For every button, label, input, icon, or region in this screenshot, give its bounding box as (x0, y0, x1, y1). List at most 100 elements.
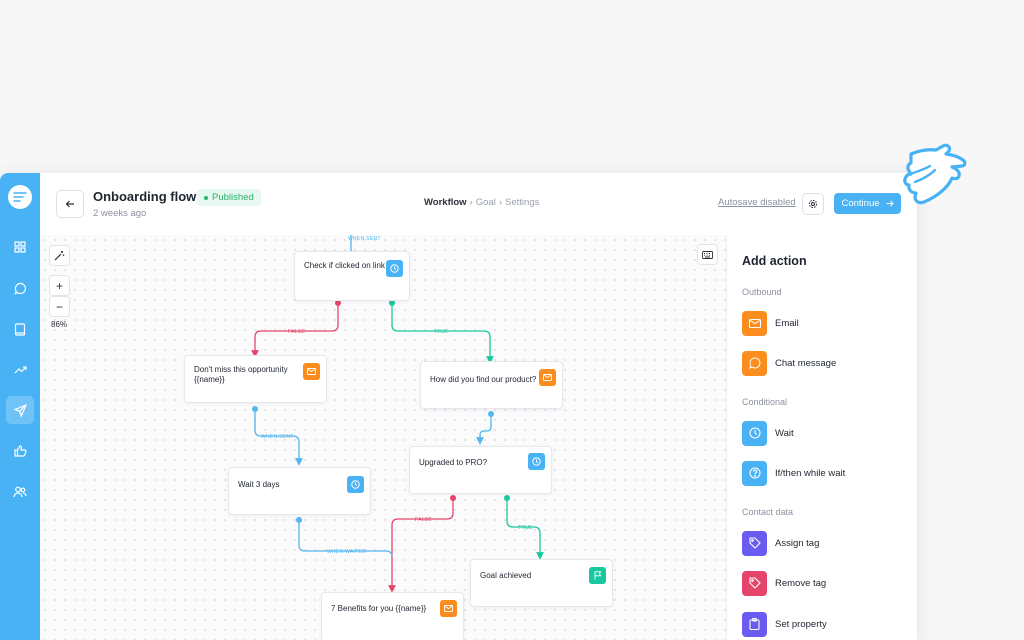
action-chat-message[interactable]: Chat message (742, 350, 902, 376)
flow-title: Onboarding flow (93, 189, 197, 204)
magic-wand-icon (54, 251, 65, 261)
action-icon-badge (742, 460, 767, 486)
sidebar-item-analytics[interactable] (6, 356, 34, 384)
tab-settings[interactable]: Settings (505, 197, 540, 208)
sidebar-item-contacts[interactable] (6, 478, 34, 506)
connector-dot-true (389, 300, 395, 306)
users-icon (13, 486, 27, 498)
connector-true (391, 306, 494, 364)
node-title: Goal achieved (480, 571, 532, 580)
email-icon (748, 318, 761, 328)
connector-label-true: TRUE (434, 329, 449, 335)
zoom-level: 86% (51, 320, 68, 329)
clock-icon (351, 480, 360, 489)
continue-button[interactable]: Continue (834, 193, 901, 214)
action-icon-badge (742, 570, 767, 596)
magic-wand-button[interactable] (49, 245, 70, 266)
tab-goal[interactable]: Goal (475, 197, 496, 208)
continue-label: Continue (841, 198, 880, 209)
sidebar-item-campaigns[interactable] (6, 396, 34, 424)
node-icon-badge (589, 567, 606, 584)
connector-false (388, 501, 454, 593)
thumbs-up-icon (13, 445, 27, 457)
action-icon-badge (742, 420, 767, 446)
workflow-canvas[interactable]: + − 86% WHEN SENT FALSE TRUE (40, 235, 726, 640)
action-if-then[interactable]: If/then while wait (742, 460, 902, 486)
tag-icon (748, 577, 761, 589)
node-icon-badge (347, 476, 364, 493)
sidebar (0, 173, 40, 640)
workflow-node-wait[interactable]: Wait 3 days (228, 467, 371, 515)
tab-workflow[interactable]: Workflow (424, 197, 467, 208)
workflow-node-email[interactable]: How did you find our product? (420, 361, 563, 409)
autosave-link[interactable]: Autosave disabled (718, 197, 796, 208)
node-icon-badge (386, 260, 403, 277)
workflow-node-goal[interactable]: Goal achieved (470, 559, 613, 607)
action-email[interactable]: Email (742, 310, 902, 336)
action-wait[interactable]: Wait (742, 420, 902, 446)
sidebar-item-docs[interactable] (6, 315, 34, 343)
zoom-in-button[interactable]: + (49, 275, 70, 296)
connector-when-waited (298, 523, 393, 558)
connector-label-true: TRUE (518, 525, 533, 531)
trend-icon (14, 366, 27, 374)
chat-icon (748, 357, 760, 369)
connector-dot (296, 517, 302, 523)
back-button[interactable] (56, 190, 84, 218)
connector-false (251, 306, 339, 358)
flow-updated-time: 2 weeks ago (93, 208, 147, 219)
action-icon-badge (742, 350, 767, 376)
breadcrumb-separator: › (469, 197, 473, 208)
gear-icon (808, 199, 818, 209)
email-icon (543, 374, 552, 381)
sidebar-item-dashboard[interactable] (6, 233, 34, 261)
connector-dot-false (450, 495, 456, 501)
connector-label-when-sent: WHEN SENT (261, 434, 294, 440)
arrow-right-icon (886, 200, 894, 207)
workflow-node-condition[interactable]: Check if clicked on link (294, 251, 410, 301)
breadcrumb-separator: › (498, 197, 502, 208)
status-dot (204, 195, 208, 200)
node-title: How did you find our product? (430, 375, 537, 384)
breadcrumb: Workflow › Goal › Settings (424, 197, 539, 208)
connector-label-when-sent: WHEN SENT (348, 236, 381, 242)
node-icon-badge (440, 600, 457, 617)
node-title: Check if clicked on link (304, 261, 385, 270)
status-badge: Published (197, 189, 261, 206)
action-icon-badge (742, 611, 767, 637)
app-logo[interactable] (8, 185, 32, 209)
workflow-node-email[interactable]: 7 Benefits for you {{name}} (321, 592, 464, 640)
connector-label-false: FALSE (288, 329, 305, 335)
section-conditional: Conditional (742, 397, 788, 407)
action-label: If/then while wait (775, 467, 846, 479)
action-icon-badge (742, 310, 767, 336)
action-label: Assign tag (775, 537, 820, 549)
workflow-node-email[interactable]: Don't miss this opportunity {{name}} (184, 355, 327, 403)
node-icon-badge (539, 369, 556, 386)
action-label: Wait (775, 427, 794, 439)
node-icon-badge (303, 363, 320, 380)
clock-icon (390, 264, 399, 273)
keyboard-button[interactable] (697, 244, 718, 265)
panel-title: Add action (742, 254, 807, 268)
settings-button[interactable] (802, 193, 824, 215)
sidebar-item-feedback[interactable] (6, 437, 34, 465)
connector-label-false: FALSE (415, 517, 432, 523)
chat-icon (13, 282, 26, 295)
grid-icon (14, 241, 26, 253)
workflow-node-condition[interactable]: Upgraded to PRO? (409, 446, 552, 494)
sidebar-item-chat[interactable] (6, 274, 34, 302)
node-title: Don't miss this opportunity {{name}} (194, 365, 288, 384)
action-assign-tag[interactable]: Assign tag (742, 530, 902, 556)
connector-true (506, 501, 544, 560)
connector-dot (252, 406, 258, 412)
action-remove-tag[interactable]: Remove tag (742, 570, 902, 596)
node-title: Upgraded to PRO? (419, 458, 488, 467)
book-icon (14, 322, 26, 336)
send-icon (13, 403, 27, 417)
add-action-panel: Add action Outbound Email Chat message C… (726, 235, 917, 640)
action-set-property[interactable]: Set property (742, 611, 902, 637)
connector-when-sent (476, 417, 492, 445)
zoom-out-button[interactable]: − (49, 296, 70, 317)
connector-dot-false (335, 300, 341, 306)
